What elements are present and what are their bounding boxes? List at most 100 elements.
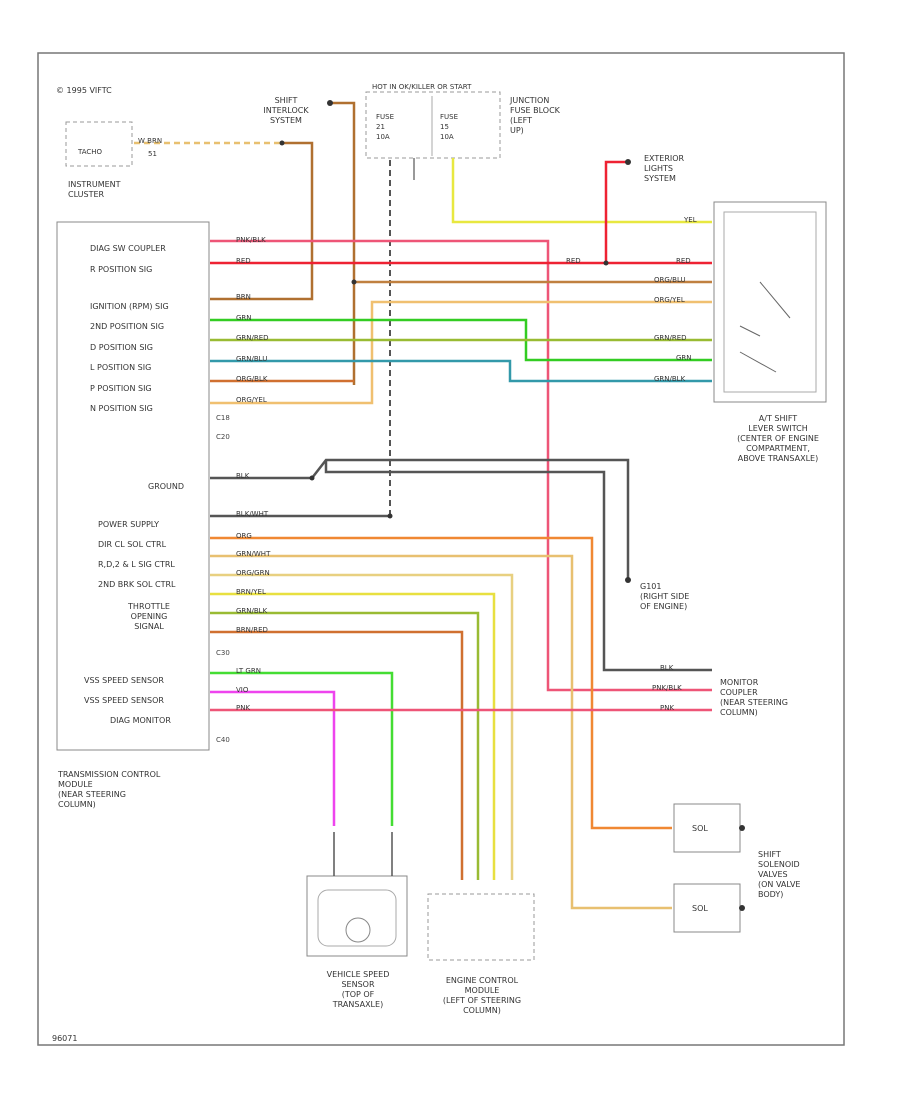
footer-code: 96071 (52, 1034, 78, 1043)
vss-gear (345, 917, 371, 943)
junction-block-label: JUNCTION FUSE BLOCK (LEFT UP) (510, 96, 560, 135)
copyright: © 1995 VIFTC (56, 86, 112, 95)
g101-label: G101 (RIGHT SIDE OF ENGINE) (640, 582, 690, 611)
wl-s1: GRN/WHT (236, 550, 271, 558)
tcm-conn-c30: C30 (216, 649, 230, 657)
fuse-block-box (365, 91, 501, 159)
tcm-pin-r: R POSITION SIG (90, 265, 153, 274)
fuse-right-label: FUSE 15 10A (440, 113, 459, 141)
wl-grn-red: GRN/RED (654, 334, 687, 342)
switch-contact-1 (759, 281, 791, 319)
wl-gnd: BLK (236, 472, 250, 480)
vss-box (306, 875, 408, 957)
tcm-pin-ground: GROUND (148, 482, 185, 491)
wire-yel (451, 158, 712, 224)
shift-solenoid-label: SHIFT SOLENOID VALVES (ON VALVE BODY) (758, 850, 801, 899)
tcm-pin-ign: IGNITION (RPM) SIG (90, 302, 169, 311)
shift-interlock-label: SHIFT INTERLOCK SYSTEM (263, 96, 309, 125)
splice-7 (625, 159, 631, 165)
tacho-wire-label: W BRN (138, 137, 163, 145)
solenoid-ground-1 (739, 825, 745, 831)
wire-ground (210, 458, 630, 580)
wl-vss2: VIO (236, 686, 249, 694)
tcm-pin-d: D POSITION SIG (90, 343, 153, 352)
monitor-coupler-label: MONITOR COUPLER (NEAR STEERING COLUMN) (720, 678, 788, 717)
wl-pnk-blk-r: PNK/BLK (652, 684, 682, 692)
splice-5 (603, 260, 609, 266)
wire-interlock-top (330, 101, 356, 385)
splice-2 (351, 279, 357, 285)
diagram-frame (37, 52, 845, 1046)
tcm-pin-rd2l: R,D,2 & L SIG CTRL (98, 560, 175, 569)
tcm-pin-2nd: 2ND POSITION SIG (90, 322, 165, 331)
tcm-pin-mon: DIAG MONITOR (110, 716, 171, 725)
wl-s4: GRN/BLK (236, 607, 268, 615)
tcm-pin-dircl: DIR CL SOL CTRL (98, 540, 167, 549)
wire-vss2 (210, 690, 336, 826)
exterior-lights-label: EXTERIOR LIGHTS SYSTEM (644, 154, 685, 183)
splice-1 (279, 140, 285, 146)
tacho-label: TACHO (78, 148, 103, 156)
tcm-conn-c40: C40 (216, 736, 230, 744)
wire-ecm4 (210, 630, 464, 880)
ecm-box (427, 893, 535, 961)
solenoid-1-label: SOL (692, 824, 708, 833)
wl-org-blu: ORG/BLU (654, 276, 686, 284)
tcm-name: TRANSMISSION CONTROL MODULE (NEAR STEERI… (58, 770, 161, 809)
wl-grn-blk: GRN/BLK (654, 375, 686, 383)
splice-3 (387, 513, 393, 519)
shift-switch-box (713, 201, 827, 403)
wl-ign: BRN (236, 293, 251, 301)
wire-vss1 (210, 671, 394, 826)
switch-contact-2 (739, 325, 761, 337)
tcm-box (56, 221, 210, 751)
wl-grn: GRN (676, 354, 692, 362)
tcm-pin-2ndbrk: 2ND BRK SOL CTRL (98, 580, 176, 589)
wl-org-yel: ORG/YEL (654, 296, 685, 304)
wl-blk-r: BLK (660, 664, 674, 672)
wl-s5: BRN/RED (236, 626, 268, 634)
wl-pnk-r: PNK (660, 704, 675, 712)
wl-diag: PNK/BLK (236, 236, 266, 244)
wl-l: GRN/BLU (236, 355, 268, 363)
wl-pwr: BLK/WHT (236, 510, 269, 518)
wire-ecm1 (210, 573, 514, 880)
wire-ecm2 (210, 592, 496, 880)
wire-ground-mon (324, 460, 712, 672)
wl-s2: ORG/GRN (236, 569, 270, 577)
splice-4 (309, 475, 315, 481)
splice-6 (625, 577, 631, 583)
wl-mon: PNK (236, 704, 251, 712)
ecm-label: ENGINE CONTROL MODULE (LEFT OF STEERING … (442, 976, 522, 1015)
tcm-pin-vss1: VSS SPEED SENSOR (84, 676, 164, 685)
wl-yel: YEL (684, 216, 697, 224)
wire-org-yel (210, 300, 712, 405)
tacho-box (65, 121, 133, 167)
wl-r: RED (236, 257, 251, 265)
vss-inner (317, 889, 397, 947)
instrument-cluster-label: INSTRUMENT CLUSTER (68, 180, 121, 199)
wl-p: ORG/BLK (236, 375, 268, 383)
wire-red-ext (604, 160, 628, 263)
wl-s3: BRN/YEL (236, 588, 266, 596)
tcm-conn-c20: C20 (216, 433, 230, 441)
tcm-pin-power: POWER SUPPLY (98, 520, 160, 529)
tcm-conn-c18: C18 (216, 414, 230, 422)
solenoid-ground-2 (739, 905, 745, 911)
wire-interlock (210, 141, 314, 301)
wl-red-right: RED (676, 257, 691, 265)
tcm-pin-l: L POSITION SIG (90, 363, 152, 372)
wl-2nd: GRN (236, 314, 252, 322)
tcm-pin-p: P POSITION SIG (90, 384, 152, 393)
wl-vss1: LT GRN (236, 667, 261, 675)
splice-8 (327, 100, 333, 106)
switch-contact-3 (739, 351, 777, 373)
shift-switch-inner (723, 211, 817, 393)
wire-l (210, 359, 712, 383)
hot-label: HOT IN OK/KILLER OR START (372, 83, 472, 91)
wl-n: ORG/YEL (236, 396, 267, 404)
shift-switch-label: A/T SHIFT LEVER SWITCH (CENTER OF ENGINE… (737, 414, 819, 463)
wire-sol-org2 (210, 554, 672, 910)
solenoid-2-label: SOL (692, 904, 708, 913)
